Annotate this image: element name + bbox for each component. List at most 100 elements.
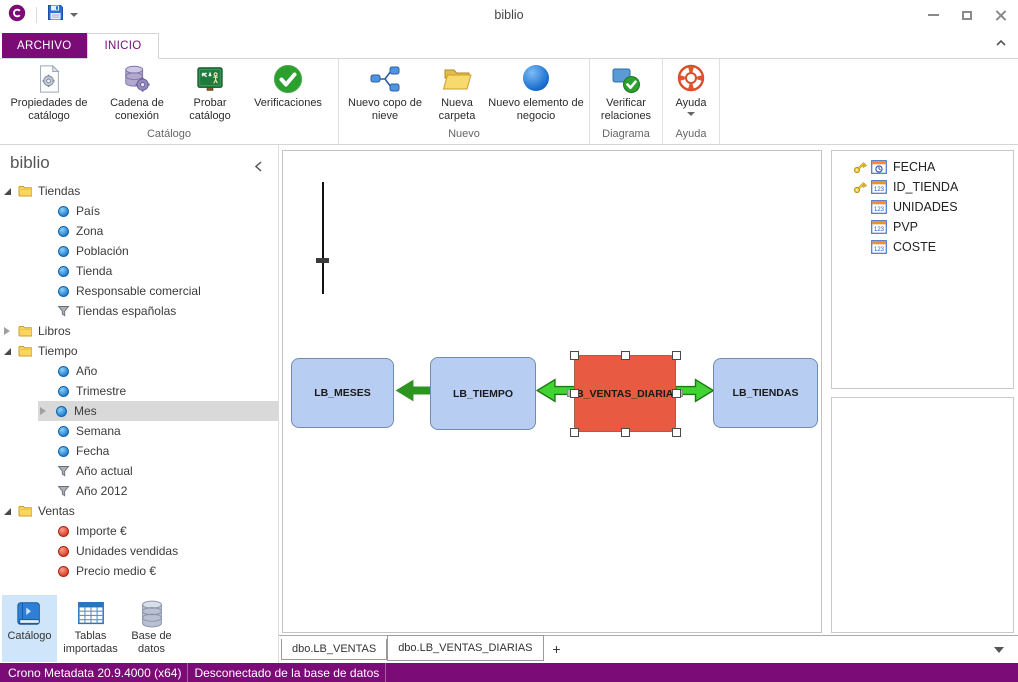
- tree-item-unidades-vendidas[interactable]: Unidades vendidas: [38, 541, 278, 561]
- ribbon: Propiedades de catálogo Cadena de conexi…: [0, 59, 1018, 145]
- diagram-area: LB_MESES LB_TIEMPO LB_VENTAS_DIARIAS LB_…: [279, 145, 825, 635]
- svg-text:123: 123: [874, 227, 885, 233]
- attribute-icon: [56, 444, 70, 458]
- ayuda-button[interactable]: Ayuda: [666, 59, 716, 116]
- ribbon-group-label: Nuevo: [342, 128, 586, 144]
- tree-item-ventas[interactable]: Ventas: [4, 501, 278, 521]
- field-row-pvp[interactable]: 123 PVP: [832, 217, 1013, 237]
- save-icon[interactable]: [47, 4, 64, 26]
- new-doc-tab-button[interactable]: +: [544, 636, 570, 662]
- expander-expanded-icon[interactable]: [4, 508, 11, 515]
- datetime-field-icon: [871, 160, 891, 174]
- filter-icon: [56, 484, 70, 498]
- tree-item-libros[interactable]: Libros: [4, 321, 278, 341]
- probar-catalogo-button[interactable]: Probar catálogo: [179, 59, 241, 123]
- selection-handle[interactable]: [621, 351, 630, 360]
- nueva-carpeta-button[interactable]: Nueva carpeta: [428, 59, 486, 123]
- status-divider: [187, 663, 188, 682]
- expander-collapsed-icon[interactable]: [4, 327, 10, 335]
- selection-handle[interactable]: [672, 351, 681, 360]
- verificaciones-button[interactable]: Verificaciones: [241, 59, 335, 110]
- measure-icon: [56, 564, 70, 578]
- diagram-node-lb-tiempo[interactable]: LB_TIEMPO: [430, 357, 536, 430]
- panel-title: biblio: [10, 153, 50, 172]
- properties-box: [831, 397, 1014, 633]
- catalog-tree: Tiendas País Zona Población Tienda: [0, 181, 278, 581]
- selection-handle[interactable]: [570, 428, 579, 437]
- numeric-field-icon: 123: [871, 220, 891, 234]
- tree-item-precio-medio[interactable]: Precio medio €: [38, 561, 278, 581]
- field-row-fecha[interactable]: FECHA: [832, 157, 1013, 177]
- tree-item-ano-actual[interactable]: Año actual: [38, 461, 278, 481]
- ribbon-group-diagrama: Verificar relaciones Diagrama: [590, 59, 663, 144]
- tree-item-ano[interactable]: Año: [38, 361, 278, 381]
- verify-relations-icon: [610, 61, 642, 97]
- cadena-de-conexion-button[interactable]: Cadena de conexión: [95, 59, 179, 123]
- svg-text:123: 123: [874, 207, 885, 213]
- collapse-panel-icon[interactable]: [255, 159, 262, 177]
- field-row-unidades[interactable]: 123 UNIDADES: [832, 197, 1013, 217]
- diagram-node-lb-tiendas[interactable]: LB_TIENDAS: [713, 358, 818, 428]
- expander-expanded-icon[interactable]: [4, 348, 11, 355]
- selection-handle[interactable]: [621, 428, 630, 437]
- tree-item-poblacion[interactable]: Población: [38, 241, 278, 261]
- ribbon-group-ayuda: Ayuda Ayuda: [663, 59, 720, 144]
- svg-text:123: 123: [874, 187, 885, 193]
- expander-expanded-icon[interactable]: [4, 188, 11, 195]
- tree-item-importe[interactable]: Importe €: [38, 521, 278, 541]
- attribute-icon: [56, 424, 70, 438]
- close-button[interactable]: [984, 0, 1018, 30]
- tree-item-semana[interactable]: Semana: [38, 421, 278, 441]
- catalog-tree-panel: biblio Tiendas País Zona: [0, 145, 279, 663]
- tree-item-tienda[interactable]: Tienda: [38, 261, 278, 281]
- close-icon: [995, 9, 1007, 21]
- fields-list: FECHA 123 ID_TIENDA: [831, 150, 1014, 389]
- nuevo-elemento-de-negocio-button[interactable]: Nuevo elemento de negocio: [486, 59, 586, 123]
- tree-item-mes[interactable]: Mes: [38, 401, 278, 421]
- field-row-coste[interactable]: 123 COSTE: [832, 237, 1013, 257]
- view-catalogo-button[interactable]: Catálogo: [2, 595, 57, 662]
- diagram-node-lb-meses[interactable]: LB_MESES: [291, 358, 394, 428]
- view-base-de-datos-button[interactable]: Base de datos: [124, 595, 179, 662]
- tab-archivo[interactable]: ARCHIVO: [2, 33, 87, 58]
- ribbon-group-label: Catálogo: [3, 128, 335, 144]
- save-dropdown-caret-icon[interactable]: [70, 13, 78, 17]
- verificar-relaciones-button[interactable]: Verificar relaciones: [593, 59, 659, 123]
- snowflake-schema-icon: [369, 61, 401, 97]
- selection-handle[interactable]: [570, 351, 579, 360]
- tree-item-responsable-comercial[interactable]: Responsable comercial: [38, 281, 278, 301]
- tab-inicio[interactable]: INICIO: [87, 33, 160, 59]
- doc-tabs-dropdown-icon[interactable]: [994, 647, 1004, 653]
- tree-item-zona[interactable]: Zona: [38, 221, 278, 241]
- numeric-field-icon: 123: [871, 240, 891, 254]
- expander-collapsed-icon[interactable]: [40, 407, 46, 415]
- nuevo-copo-de-nieve-button[interactable]: Nuevo copo de nieve: [342, 59, 428, 123]
- tree-item-tiendas[interactable]: Tiendas: [4, 181, 278, 201]
- doc-tab-dbo-lb-ventas[interactable]: dbo.LB_VENTAS: [281, 639, 387, 660]
- field-row-id-tienda[interactable]: 123 ID_TIENDA: [832, 177, 1013, 197]
- maximize-button[interactable]: [950, 0, 984, 30]
- diagram-canvas[interactable]: LB_MESES LB_TIEMPO LB_VENTAS_DIARIAS LB_…: [282, 150, 822, 633]
- tree-item-tiempo[interactable]: Tiempo: [4, 341, 278, 361]
- measure-icon: [56, 544, 70, 558]
- propiedades-de-catalogo-button[interactable]: Propiedades de catálogo: [3, 59, 95, 123]
- divider: [36, 7, 37, 23]
- minimize-button[interactable]: [916, 0, 950, 30]
- view-tablas-importadas-button[interactable]: Tablas importadas: [63, 595, 118, 662]
- attribute-icon: [56, 364, 70, 378]
- tree-item-tiendas-espanolas[interactable]: Tiendas españolas: [38, 301, 278, 321]
- diagram-node-lb-ventas-diarias[interactable]: LB_VENTAS_DIARIAS: [574, 355, 676, 432]
- selection-handle[interactable]: [570, 389, 579, 398]
- collapse-ribbon-icon[interactable]: [996, 33, 1006, 51]
- selection-handle[interactable]: [672, 428, 681, 437]
- chalkboard-icon: [195, 61, 225, 97]
- green-check-icon: [272, 61, 304, 97]
- blue-sphere-icon: [520, 61, 552, 97]
- tree-item-trimestre[interactable]: Trimestre: [38, 381, 278, 401]
- folder-icon: [18, 344, 32, 358]
- tree-item-ano-2012[interactable]: Año 2012: [38, 481, 278, 501]
- tree-item-pais[interactable]: País: [38, 201, 278, 221]
- tree-item-fecha[interactable]: Fecha: [38, 441, 278, 461]
- doc-tab-dbo-lb-ventas-diarias[interactable]: dbo.LB_VENTAS_DIARIAS: [387, 635, 543, 661]
- selection-handle[interactable]: [672, 389, 681, 398]
